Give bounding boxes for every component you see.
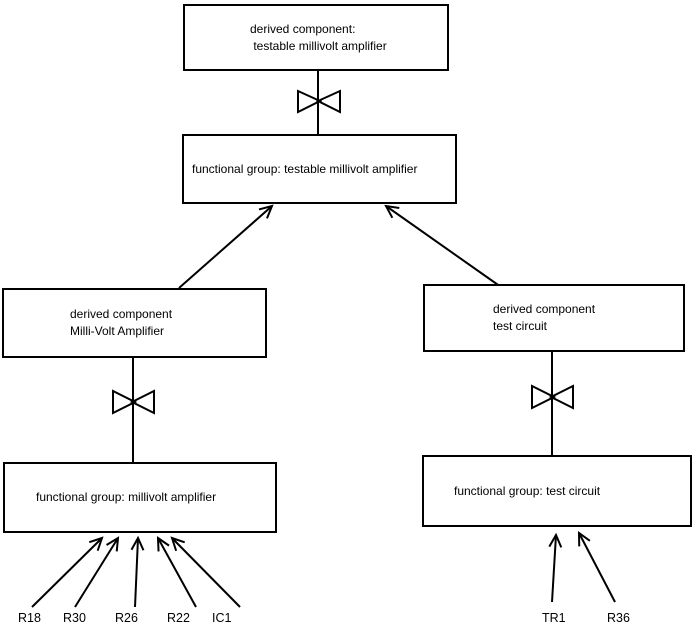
component-arrow-r30	[74, 538, 118, 608]
component-label-r18: R18	[18, 611, 41, 625]
node-label: functional group: testable millivolt amp…	[192, 161, 418, 176]
node-functional-group-testable-millivolt-amplifier: functional group: testable millivolt amp…	[182, 134, 457, 204]
node-derived-component-milli-volt-amplifier: derived component Milli-Volt Amplifier	[2, 288, 267, 358]
generalization-arrow-right	[386, 206, 502, 288]
node-derived-component-testable-millivolt-amplifier: derived component: testable millivolt am…	[183, 4, 449, 71]
node-functional-group-millivolt-amplifier: functional group: millivolt amplifier	[3, 462, 277, 533]
node-label-line2: test circuit	[493, 319, 548, 333]
component-arrow-tr1	[552, 535, 556, 603]
node-label-line2: Milli-Volt Amplifier	[70, 324, 165, 338]
node-label: functional group: millivolt amplifier	[36, 490, 217, 504]
component-arrow-r36	[579, 533, 616, 603]
component-arrow-ic1	[172, 538, 241, 608]
node-label-line1: derived component	[70, 307, 173, 321]
generalization-arrow-left	[178, 206, 272, 289]
component-label-ic1: IC1	[212, 611, 232, 625]
component-arrow-r22	[158, 538, 197, 608]
node-label: functional group: test circuit	[454, 483, 601, 498]
component-label-r22: R22	[167, 611, 190, 625]
component-arrow-r18	[31, 538, 102, 608]
component-label-r36: R36	[607, 611, 630, 625]
component-label-tr1: TR1	[542, 611, 566, 625]
node-label-line1: derived component:	[250, 21, 356, 36]
node-derived-component-test-circuit: derived component test circuit	[423, 284, 685, 352]
bowtie-icon-left	[112, 389, 155, 415]
node-label-line1: derived component	[493, 302, 596, 316]
node-functional-group-test-circuit: functional group: test circuit	[422, 455, 692, 527]
component-label-r26: R26	[115, 611, 138, 625]
bowtie-icon-right	[531, 384, 574, 410]
node-label-line2: testable millivolt amplifier	[250, 38, 387, 53]
component-arrow-r26	[135, 538, 138, 608]
bowtie-icon-top	[297, 89, 341, 114]
component-label-r30: R30	[63, 611, 86, 625]
